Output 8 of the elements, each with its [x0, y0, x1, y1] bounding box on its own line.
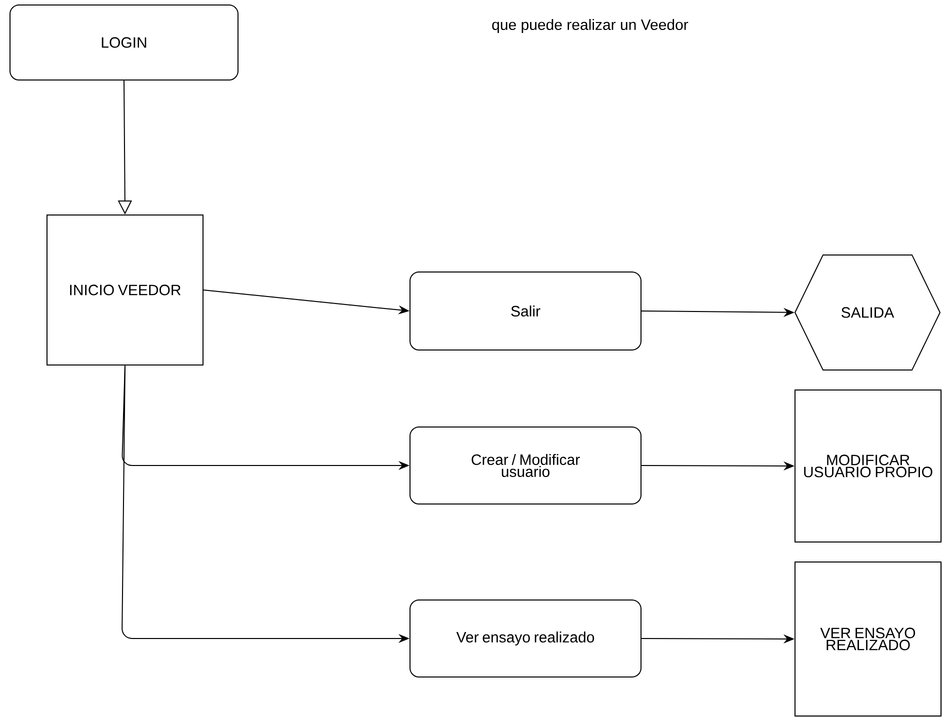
process-box: INICIO VEEDOR [46, 214, 204, 366]
process-box: VER ENSAYO REALIZADO [794, 562, 942, 716]
note-text: que puede realizar un Veedor [492, 19, 688, 33]
process-box: Ver ensayo realizado [410, 600, 642, 678]
process-box: Crear / Modificar usuario [410, 426, 642, 504]
process-box: LOGIN [10, 4, 238, 80]
process-box: Salir [410, 272, 642, 350]
process-box: MODIFICAR USUARIO PROPIO [794, 390, 942, 542]
